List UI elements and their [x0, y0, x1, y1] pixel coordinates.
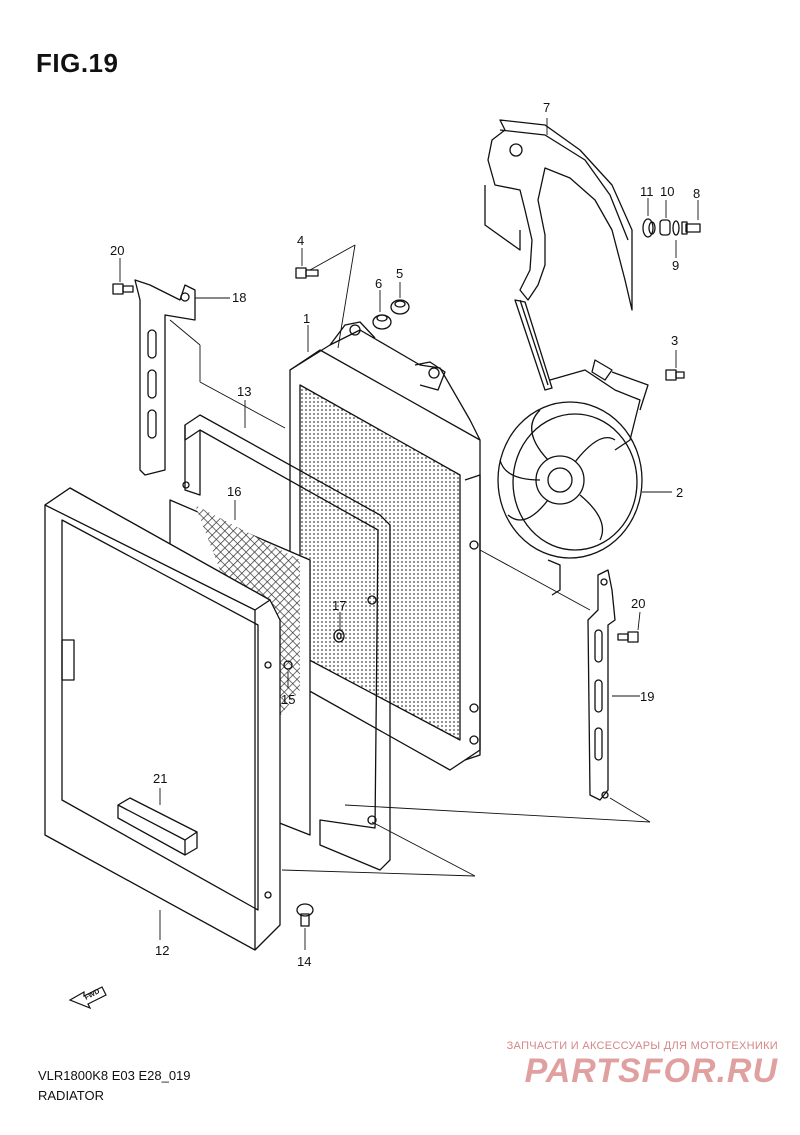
part-label-16: 16 [227, 484, 241, 499]
part-label-15: 15 [281, 692, 295, 707]
part-label-3: 3 [671, 333, 678, 348]
bracket-18 [134, 279, 196, 476]
part-label-8: 8 [693, 186, 700, 201]
bolt-3 [665, 369, 685, 381]
bolt-4 [295, 267, 319, 279]
bolt-20-left [112, 283, 134, 295]
part-label-11: 11 [640, 184, 654, 199]
part-label-9: 9 [672, 258, 679, 273]
bracket-19 [587, 569, 616, 801]
part-label-20-left: 20 [110, 243, 124, 258]
part-label-4: 4 [297, 233, 304, 248]
collar-10 [659, 219, 671, 236]
cooling-fan-2 [497, 299, 649, 596]
part-label-18: 18 [232, 290, 246, 305]
part-label-2: 2 [676, 485, 683, 500]
part-label-10: 10 [660, 184, 674, 199]
figure-title: FIG.19 [36, 48, 119, 78]
radiator-core [289, 321, 481, 771]
fwd-arrow-icon: FWD [68, 986, 107, 1010]
diagram-name: RADIATOR [38, 1088, 104, 1103]
radiator-cover-12 [44, 487, 281, 951]
watermark-logo: PARTSFOR.RU [524, 1052, 778, 1090]
nut-17 [333, 629, 345, 643]
screw-8 [681, 221, 701, 235]
grommet-11 [642, 218, 656, 238]
part-labels: 7 8 9 10 11 4 5 6 1 20 18 13 16 3 2 20 1… [110, 100, 700, 969]
cushion-5 [390, 299, 410, 315]
bolt-20-right [617, 631, 639, 643]
leader-lines [119, 118, 699, 950]
part-label-19: 19 [640, 689, 654, 704]
part-label-14: 14 [297, 954, 311, 969]
radiator-seal-13 [182, 414, 391, 871]
part-label-12: 12 [155, 943, 169, 958]
cushion-6 [372, 314, 392, 330]
fan-shroud-cover [484, 119, 633, 311]
part-label-21: 21 [153, 771, 167, 786]
part-label-5: 5 [396, 266, 403, 281]
cushion-block-21 [117, 797, 198, 856]
part-label-13: 13 [237, 384, 251, 399]
part-label-6: 6 [375, 276, 382, 291]
diagram-code: VLR1800K8 E03 E28_019 [38, 1068, 191, 1083]
bolt-14 [296, 903, 314, 927]
part-label-1: 1 [303, 311, 310, 326]
part-label-7: 7 [543, 100, 550, 115]
washer-9 [672, 220, 680, 236]
watermark-tagline: ЗАПЧАСТИ И АКСЕССУАРЫ ДЛЯ МОТОТЕХНИКИ [506, 1040, 778, 1052]
part-label-17: 17 [332, 598, 346, 613]
part-label-20-right: 20 [631, 596, 645, 611]
